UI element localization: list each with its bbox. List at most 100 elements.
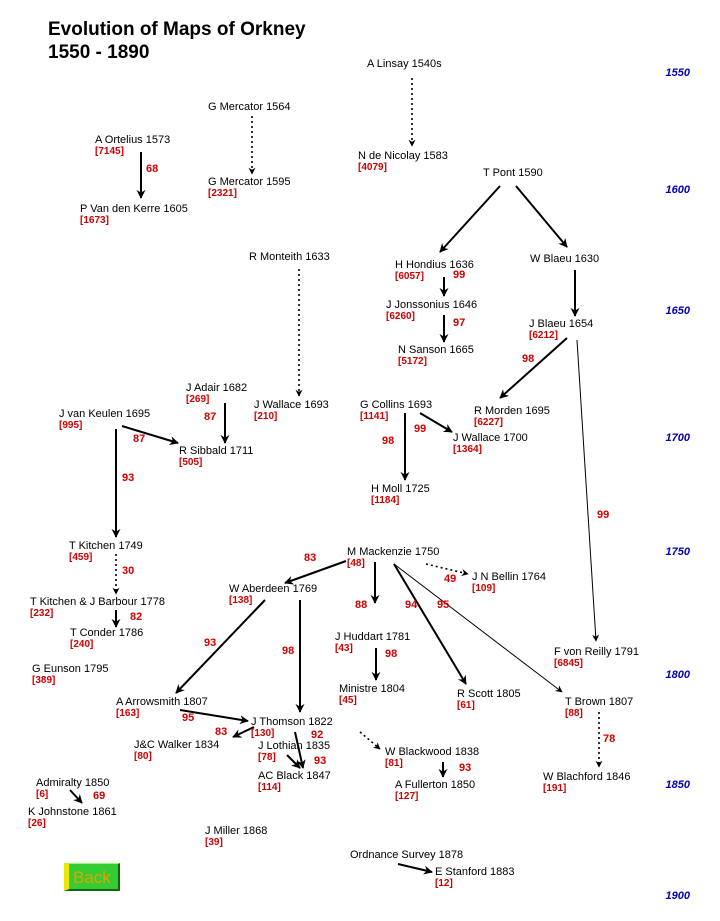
map-name: P Van den Kerre 1605 xyxy=(80,203,188,215)
year-label: 1650 xyxy=(665,305,690,317)
map-reference: [232] xyxy=(30,608,54,619)
map-reference: [269] xyxy=(186,394,210,405)
title-line-2: 1550 - 1890 xyxy=(48,42,150,63)
map-name: J N Bellin 1764 xyxy=(472,571,546,583)
map-node-stanford: E Stanford 1883[12] xyxy=(435,866,515,890)
map-name: J Blaeu 1654 xyxy=(529,318,594,330)
map-name: F von Reilly 1791 xyxy=(554,646,639,658)
map-name: N de Nicolay 1583 xyxy=(358,150,448,162)
title-line-1: Evolution of Maps of Orkney xyxy=(48,19,306,40)
edge-mackenzie-to-bellin xyxy=(425,563,469,576)
map-reference: [45] xyxy=(339,695,357,706)
edge-label: 98 xyxy=(382,435,395,447)
map-node-hondius: H Hondius 1636[6057] xyxy=(395,259,474,283)
year-label: 1850 xyxy=(665,779,690,791)
map-node-johnstone: K Johnstone 1861[26] xyxy=(28,806,117,830)
map-node-adair: J Adair 1682[269] xyxy=(186,382,247,406)
map-node-wblaeu: W Blaeu 1630 xyxy=(530,253,599,265)
edge-collins-to-wallace1700 xyxy=(419,412,453,433)
map-node-scott: R Scott 1805[61] xyxy=(457,688,521,712)
map-name: T Pont 1590 xyxy=(483,167,543,179)
map-node-reilly: F von Reilly 1791[6845] xyxy=(554,646,639,670)
map-name: J&C Walker 1834 xyxy=(134,739,220,751)
map-node-mercator1564: G Mercator 1564 xyxy=(208,101,291,113)
map-reference: [1141] xyxy=(360,411,389,422)
edge-label: 98 xyxy=(282,645,295,657)
back-button-label: Back xyxy=(73,868,111,887)
map-name: T Kitchen & J Barbour 1778 xyxy=(30,596,165,608)
edge-lothian-to-acblack xyxy=(286,754,301,769)
edge-label: 49 xyxy=(444,573,457,585)
map-reference: [88] xyxy=(565,708,583,719)
edge-thomson-to-blackwood xyxy=(359,731,381,750)
year-label: 1700 xyxy=(665,432,690,444)
map-name: G Eunson 1795 xyxy=(32,663,109,675)
year-label: 1800 xyxy=(665,669,690,681)
map-name: W Blaeu 1630 xyxy=(530,253,600,265)
map-reference: [6227] xyxy=(474,417,503,428)
map-node-moll: H Moll 1725[1184] xyxy=(371,483,430,507)
map-node-kitchen1749: T Kitchen 1749[459] xyxy=(69,540,143,564)
map-reference: [6057] xyxy=(395,271,424,282)
map-reference: [1184] xyxy=(371,495,400,506)
map-name: J Lothian 1835 xyxy=(258,740,331,752)
map-reference: [459] xyxy=(69,552,93,563)
map-name: T Brown 1807 xyxy=(565,696,634,708)
map-reference: [1673] xyxy=(80,215,109,226)
map-node-blackwood: W Blackwood 1838[81] xyxy=(385,746,479,770)
edge-ordnance-to-stanford xyxy=(397,863,433,875)
map-node-collins: G Collins 1693[1141] xyxy=(360,399,432,423)
map-name: J van Keulen 1695 xyxy=(59,408,151,420)
map-reference: [2321] xyxy=(208,188,237,199)
map-name: J Adair 1682 xyxy=(186,382,248,394)
map-node-wallace1700: J Wallace 1700[1364] xyxy=(453,432,528,456)
edge-mackenzie-to-aberdeen xyxy=(284,560,347,585)
year-label: 1900 xyxy=(665,890,690,902)
edge-label: 82 xyxy=(130,611,143,623)
map-name: J Wallace 1693 xyxy=(254,399,329,411)
map-reference: [61] xyxy=(457,700,475,711)
map-reference: [80] xyxy=(134,751,152,762)
edge-label: 98 xyxy=(522,353,535,365)
back-button[interactable]: Back xyxy=(64,863,120,891)
map-reference: [6] xyxy=(36,789,49,800)
edge-pont-to-wblaeu xyxy=(515,185,568,248)
map-node-ortelius: A Ortelius 1573[7145] xyxy=(95,134,170,158)
edge-label: 92 xyxy=(311,729,324,741)
map-reference: [48] xyxy=(347,558,365,569)
map-reference: [240] xyxy=(70,639,94,650)
map-node-linsay: A Linsay 1540s xyxy=(367,58,442,70)
map-reference: [163] xyxy=(116,708,140,719)
map-reference: [7145] xyxy=(95,146,124,157)
edge-label: 95 xyxy=(437,599,450,611)
edge-mackenzie-to-scott xyxy=(393,563,467,685)
map-node-bellin: J N Bellin 1764[109] xyxy=(472,571,546,595)
map-node-conder: T Conder 1786[240] xyxy=(70,627,143,651)
edge-label: 94 xyxy=(405,599,418,611)
edge-label: 83 xyxy=(215,726,228,738)
map-node-aberdeen: W Aberdeen 1769[138] xyxy=(229,583,317,607)
map-node-jonssonius: J Jonssonius 1646[6260] xyxy=(386,299,477,323)
edge-keulen-to-sibbald xyxy=(121,425,179,445)
map-node-miller: J Miller 1868[39] xyxy=(205,825,267,849)
map-node-mackenzie: M Mackenzie 1750[48] xyxy=(347,546,439,570)
map-node-kerre: P Van den Kerre 1605[1673] xyxy=(80,203,188,227)
map-name: M Mackenzie 1750 xyxy=(347,546,440,558)
map-name: A Linsay 1540s xyxy=(367,58,442,70)
map-name: A Fullerton 1850 xyxy=(395,779,476,791)
edge-label: 93 xyxy=(459,762,472,774)
edge-label: 93 xyxy=(122,472,135,484)
map-node-lothian: J Lothian 1835[78] xyxy=(258,740,330,764)
map-name: A Arrowsmith 1807 xyxy=(116,696,208,708)
map-node-jcwalker: J&C Walker 1834[80] xyxy=(134,739,219,763)
map-reference: [191] xyxy=(543,783,567,794)
map-node-ministre: Ministre 1804[45] xyxy=(339,683,405,707)
edge-label: 30 xyxy=(122,565,135,577)
map-reference: [114] xyxy=(258,782,281,793)
map-name: K Johnstone 1861 xyxy=(28,806,117,818)
edge-label: 99 xyxy=(414,423,427,435)
map-node-eunson: G Eunson 1795[389] xyxy=(32,663,108,687)
map-node-fullerton: A Fullerton 1850[127] xyxy=(395,779,475,803)
map-name: Ministre 1804 xyxy=(339,683,406,695)
edge-label: 93 xyxy=(314,755,327,767)
